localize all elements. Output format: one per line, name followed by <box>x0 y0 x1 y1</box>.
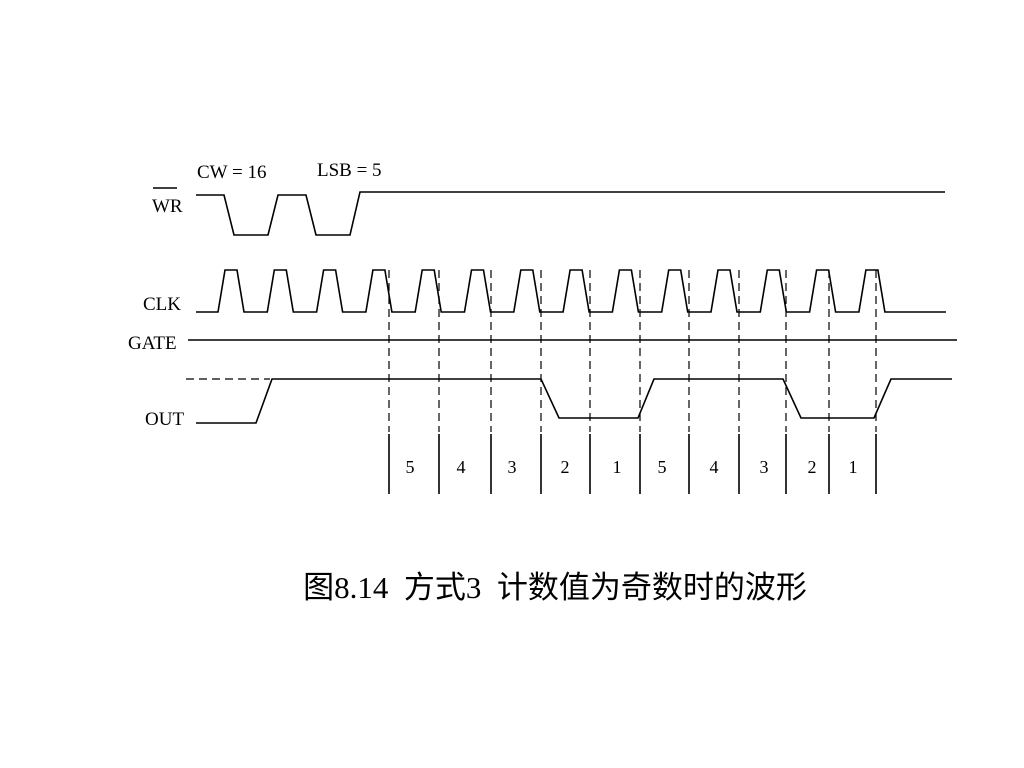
count-value: 5 <box>406 457 415 477</box>
out-waveform <box>196 378 952 424</box>
count-values: 5 4 3 2 1 5 4 3 2 1 <box>406 457 858 477</box>
count-value: 5 <box>658 457 667 477</box>
out-label: OUT <box>145 409 184 430</box>
count-value: 1 <box>613 457 622 477</box>
count-value: 2 <box>808 457 817 477</box>
alignment-lines <box>388 270 877 432</box>
clk-waveform <box>196 269 946 313</box>
gate-label: GATE <box>128 333 177 354</box>
clk-label: CLK <box>143 294 181 315</box>
count-value: 2 <box>561 457 570 477</box>
figure-caption: 图8.14 方式3 计数值为奇数时的波形 <box>303 570 807 605</box>
count-value: 3 <box>508 457 517 477</box>
lsb-annotation: LSB = 5 <box>317 160 382 181</box>
wr-label: WR <box>152 196 183 217</box>
wr-waveform <box>196 191 945 236</box>
count-value: 3 <box>760 457 769 477</box>
cw-annotation: CW = 16 <box>197 162 266 183</box>
count-value: 4 <box>457 457 466 477</box>
count-value: 1 <box>849 457 858 477</box>
count-value: 4 <box>710 457 719 477</box>
count-markers <box>388 434 877 494</box>
